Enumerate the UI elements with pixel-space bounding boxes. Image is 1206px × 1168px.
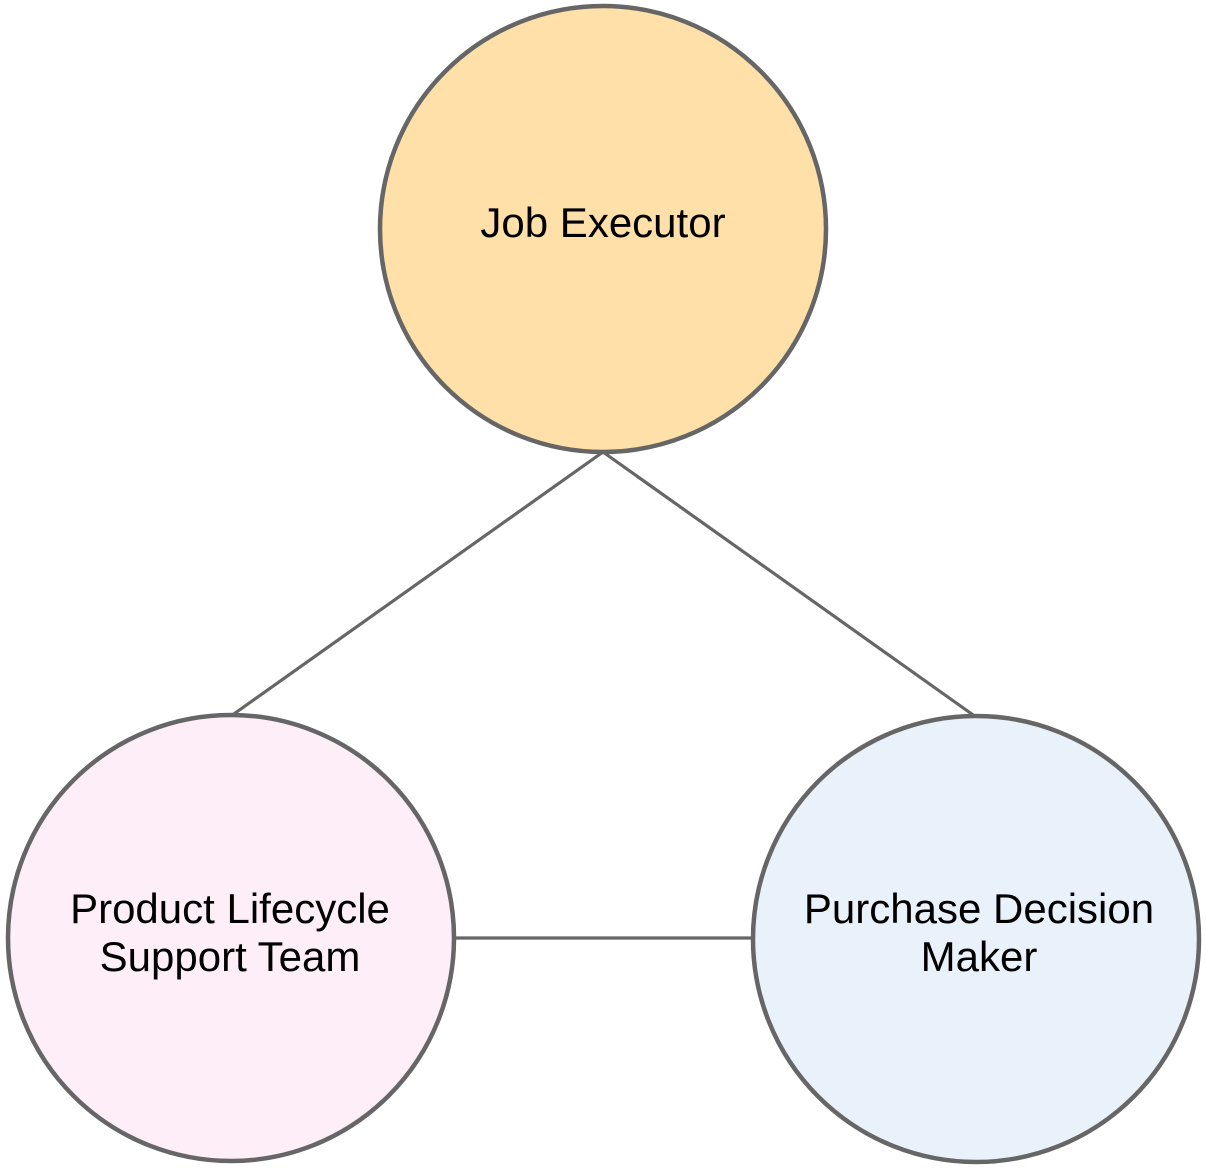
edge-job-executor-to-product-lifecycle-support-team[interactable]: [230, 450, 604, 718]
node-product-lifecycle-support-team-label-line2: Support Team: [100, 933, 361, 980]
node-product-lifecycle-support-team-label-line1: Product Lifecycle: [70, 885, 390, 932]
node-job-executor[interactable]: Job Executor: [377, 3, 829, 455]
node-purchase-decision-maker-circle[interactable]: [750, 713, 1202, 1165]
edge-job-executor-to-purchase-decision-maker[interactable]: [602, 450, 977, 719]
node-purchase-decision-maker-label-line2: Maker: [921, 933, 1038, 980]
node-product-lifecycle-support-team[interactable]: Product Lifecycle Support Team: [5, 712, 457, 1164]
node-product-lifecycle-support-team-circle[interactable]: [5, 712, 457, 1164]
node-job-executor-label: Job Executor: [480, 199, 725, 246]
node-purchase-decision-maker-label-line1: Purchase Decision: [804, 885, 1154, 932]
node-purchase-decision-maker[interactable]: Purchase Decision Maker: [750, 713, 1202, 1165]
edges: [230, 450, 977, 940]
node-job-executor-circle[interactable]: [377, 3, 829, 455]
